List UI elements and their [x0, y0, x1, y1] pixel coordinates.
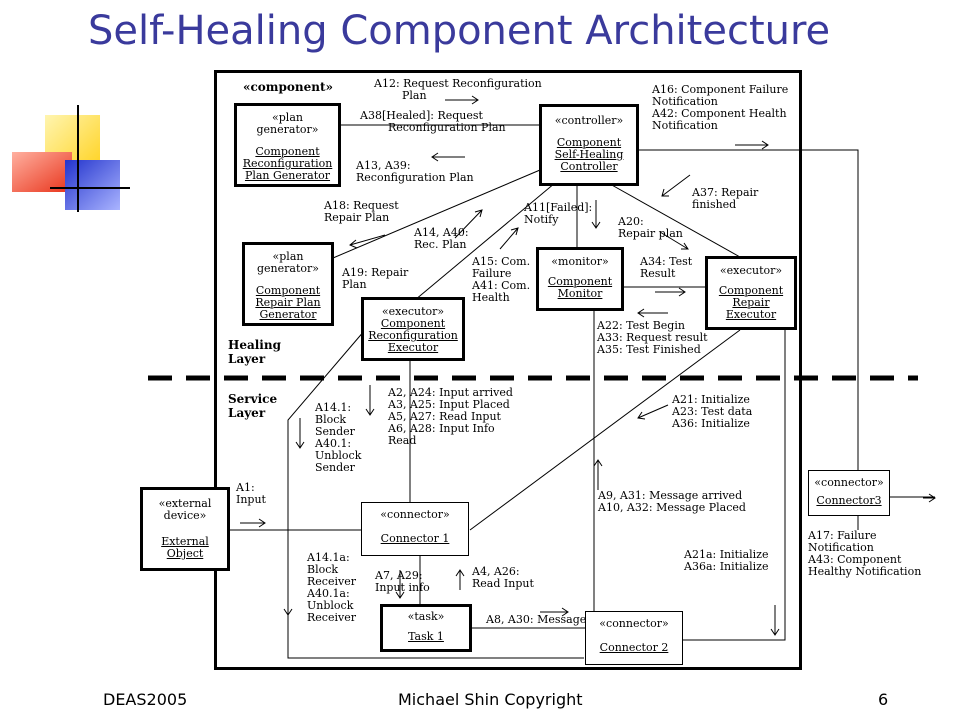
- box-stereotype: «executor»: [381, 305, 445, 318]
- component-monitor-box[interactable]: «monitor» Component Monitor: [536, 247, 624, 311]
- box-stereotype: «external device»: [158, 497, 212, 522]
- connector3-box[interactable]: «connector» Connector3: [808, 470, 890, 516]
- box-stereotype: «plan generator»: [256, 111, 319, 136]
- connector1-box[interactable]: «connector» Connector 1: [361, 502, 469, 556]
- box-name: Component Reconfiguration Plan Generator: [242, 145, 333, 182]
- msg-a9: A9, A31: Message arrived A10, A32: Messa…: [598, 489, 746, 514]
- msg-a13: A13, A39: Reconfiguration Plan: [356, 159, 474, 184]
- box-name: Component Repair Plan Generator: [255, 284, 321, 321]
- box-stereotype: «connector»: [380, 508, 450, 521]
- service-layer-label: Service Layer: [228, 392, 278, 420]
- box-stereotype: «plan generator»: [257, 250, 319, 275]
- footer-center: Michael Shin Copyright: [398, 690, 583, 709]
- msg-a16: A16: Component Failure Notification A42:…: [652, 83, 789, 132]
- msg-a7: A7, A29: Input info: [375, 569, 430, 594]
- box-name: Connector 2: [599, 641, 669, 654]
- msg-a20: A20: Repair plan: [618, 215, 683, 240]
- box-name: Component Self-Healing Controller: [554, 136, 624, 173]
- page-number: 6: [878, 690, 889, 709]
- repair-executor-box[interactable]: «executor» Component Repair Executor: [705, 256, 797, 330]
- square-cluster-logo: [12, 105, 130, 212]
- msg-a14: A14, A40: Rec. Plan: [414, 226, 469, 251]
- box-stereotype: «task»: [407, 610, 445, 623]
- msg-a19: A19: Repair Plan: [342, 266, 409, 291]
- msg-a21a: A21a: Initialize A36a: Initialize: [684, 548, 769, 573]
- footer-left: DEAS2005: [103, 690, 188, 709]
- msg-a34: A34: Test Result: [640, 255, 693, 280]
- external-device-box[interactable]: «external device» External Object: [140, 487, 230, 571]
- msg-a12: A12: Request Reconfiguration Plan: [374, 77, 542, 102]
- box-name: Component Monitor: [547, 275, 613, 300]
- msg-a14a: A14.1a: Block Receiver A40.1a: Unblock R…: [307, 551, 356, 624]
- box-name: External Object: [161, 535, 209, 560]
- component-frame: [214, 70, 802, 670]
- msg-a37: A37: Repair finished: [692, 186, 759, 211]
- box-name: Connector3: [816, 494, 882, 507]
- box-name: Connector 1: [380, 532, 450, 545]
- msg-a21: A21: Initialize A23: Test data A36: Init…: [672, 393, 753, 430]
- msg-a38: A38[Healed]: Request Reconfiguration Pla…: [360, 109, 506, 134]
- box-stereotype: «controller»: [554, 114, 624, 127]
- msg-a8: A8, A30: Message: [486, 613, 587, 626]
- reconfiguration-executor-box[interactable]: «executor» Component Reconfiguration Exe…: [361, 297, 465, 361]
- box-stereotype: «connector»: [599, 617, 669, 630]
- task1-box[interactable]: «task» Task 1: [380, 604, 472, 652]
- healing-layer-label: Healing Layer: [228, 338, 281, 366]
- slide-title: Self-Healing Component Architecture: [88, 8, 831, 54]
- component-stereotype-label: «component»: [243, 80, 334, 94]
- box-name: Task 1: [408, 630, 444, 643]
- repair-plan-generator-box[interactable]: «plan generator» Component Repair Plan G…: [242, 242, 334, 326]
- box-stereotype: «monitor»: [551, 255, 609, 268]
- box-name: Component Repair Executor: [718, 284, 784, 321]
- msg-a4: A4, A26: Read Input: [472, 565, 534, 590]
- msg-a22: A22: Test Begin A33: Request result A35:…: [597, 319, 708, 356]
- connector2-box[interactable]: «connector» Connector 2: [585, 611, 683, 665]
- self-healing-controller-box[interactable]: «controller» Component Self-Healing Cont…: [539, 104, 639, 186]
- box-name: Component Reconfiguration Executor: [368, 317, 458, 354]
- msg-a18: A18: Request Repair Plan: [324, 199, 399, 224]
- box-stereotype: «executor»: [719, 264, 783, 277]
- msg-a1: A1: Input: [236, 481, 266, 506]
- box-stereotype: «connector»: [814, 476, 884, 489]
- msg-a11: A11[Failed]: Notify: [524, 201, 593, 226]
- reconfiguration-plan-generator-box[interactable]: «plan generator» Component Reconfigurati…: [234, 103, 341, 187]
- msg-a17: A17: Failure Notification A43: Component…: [808, 529, 922, 578]
- msg-a141: A14.1: Block Sender A40.1: Unblock Sende…: [315, 401, 362, 474]
- msg-a2: A2, A24: Input arrived A3, A25: Input Pl…: [388, 386, 513, 447]
- msg-a15: A15: Com. Failure A41: Com. Health: [472, 255, 531, 304]
